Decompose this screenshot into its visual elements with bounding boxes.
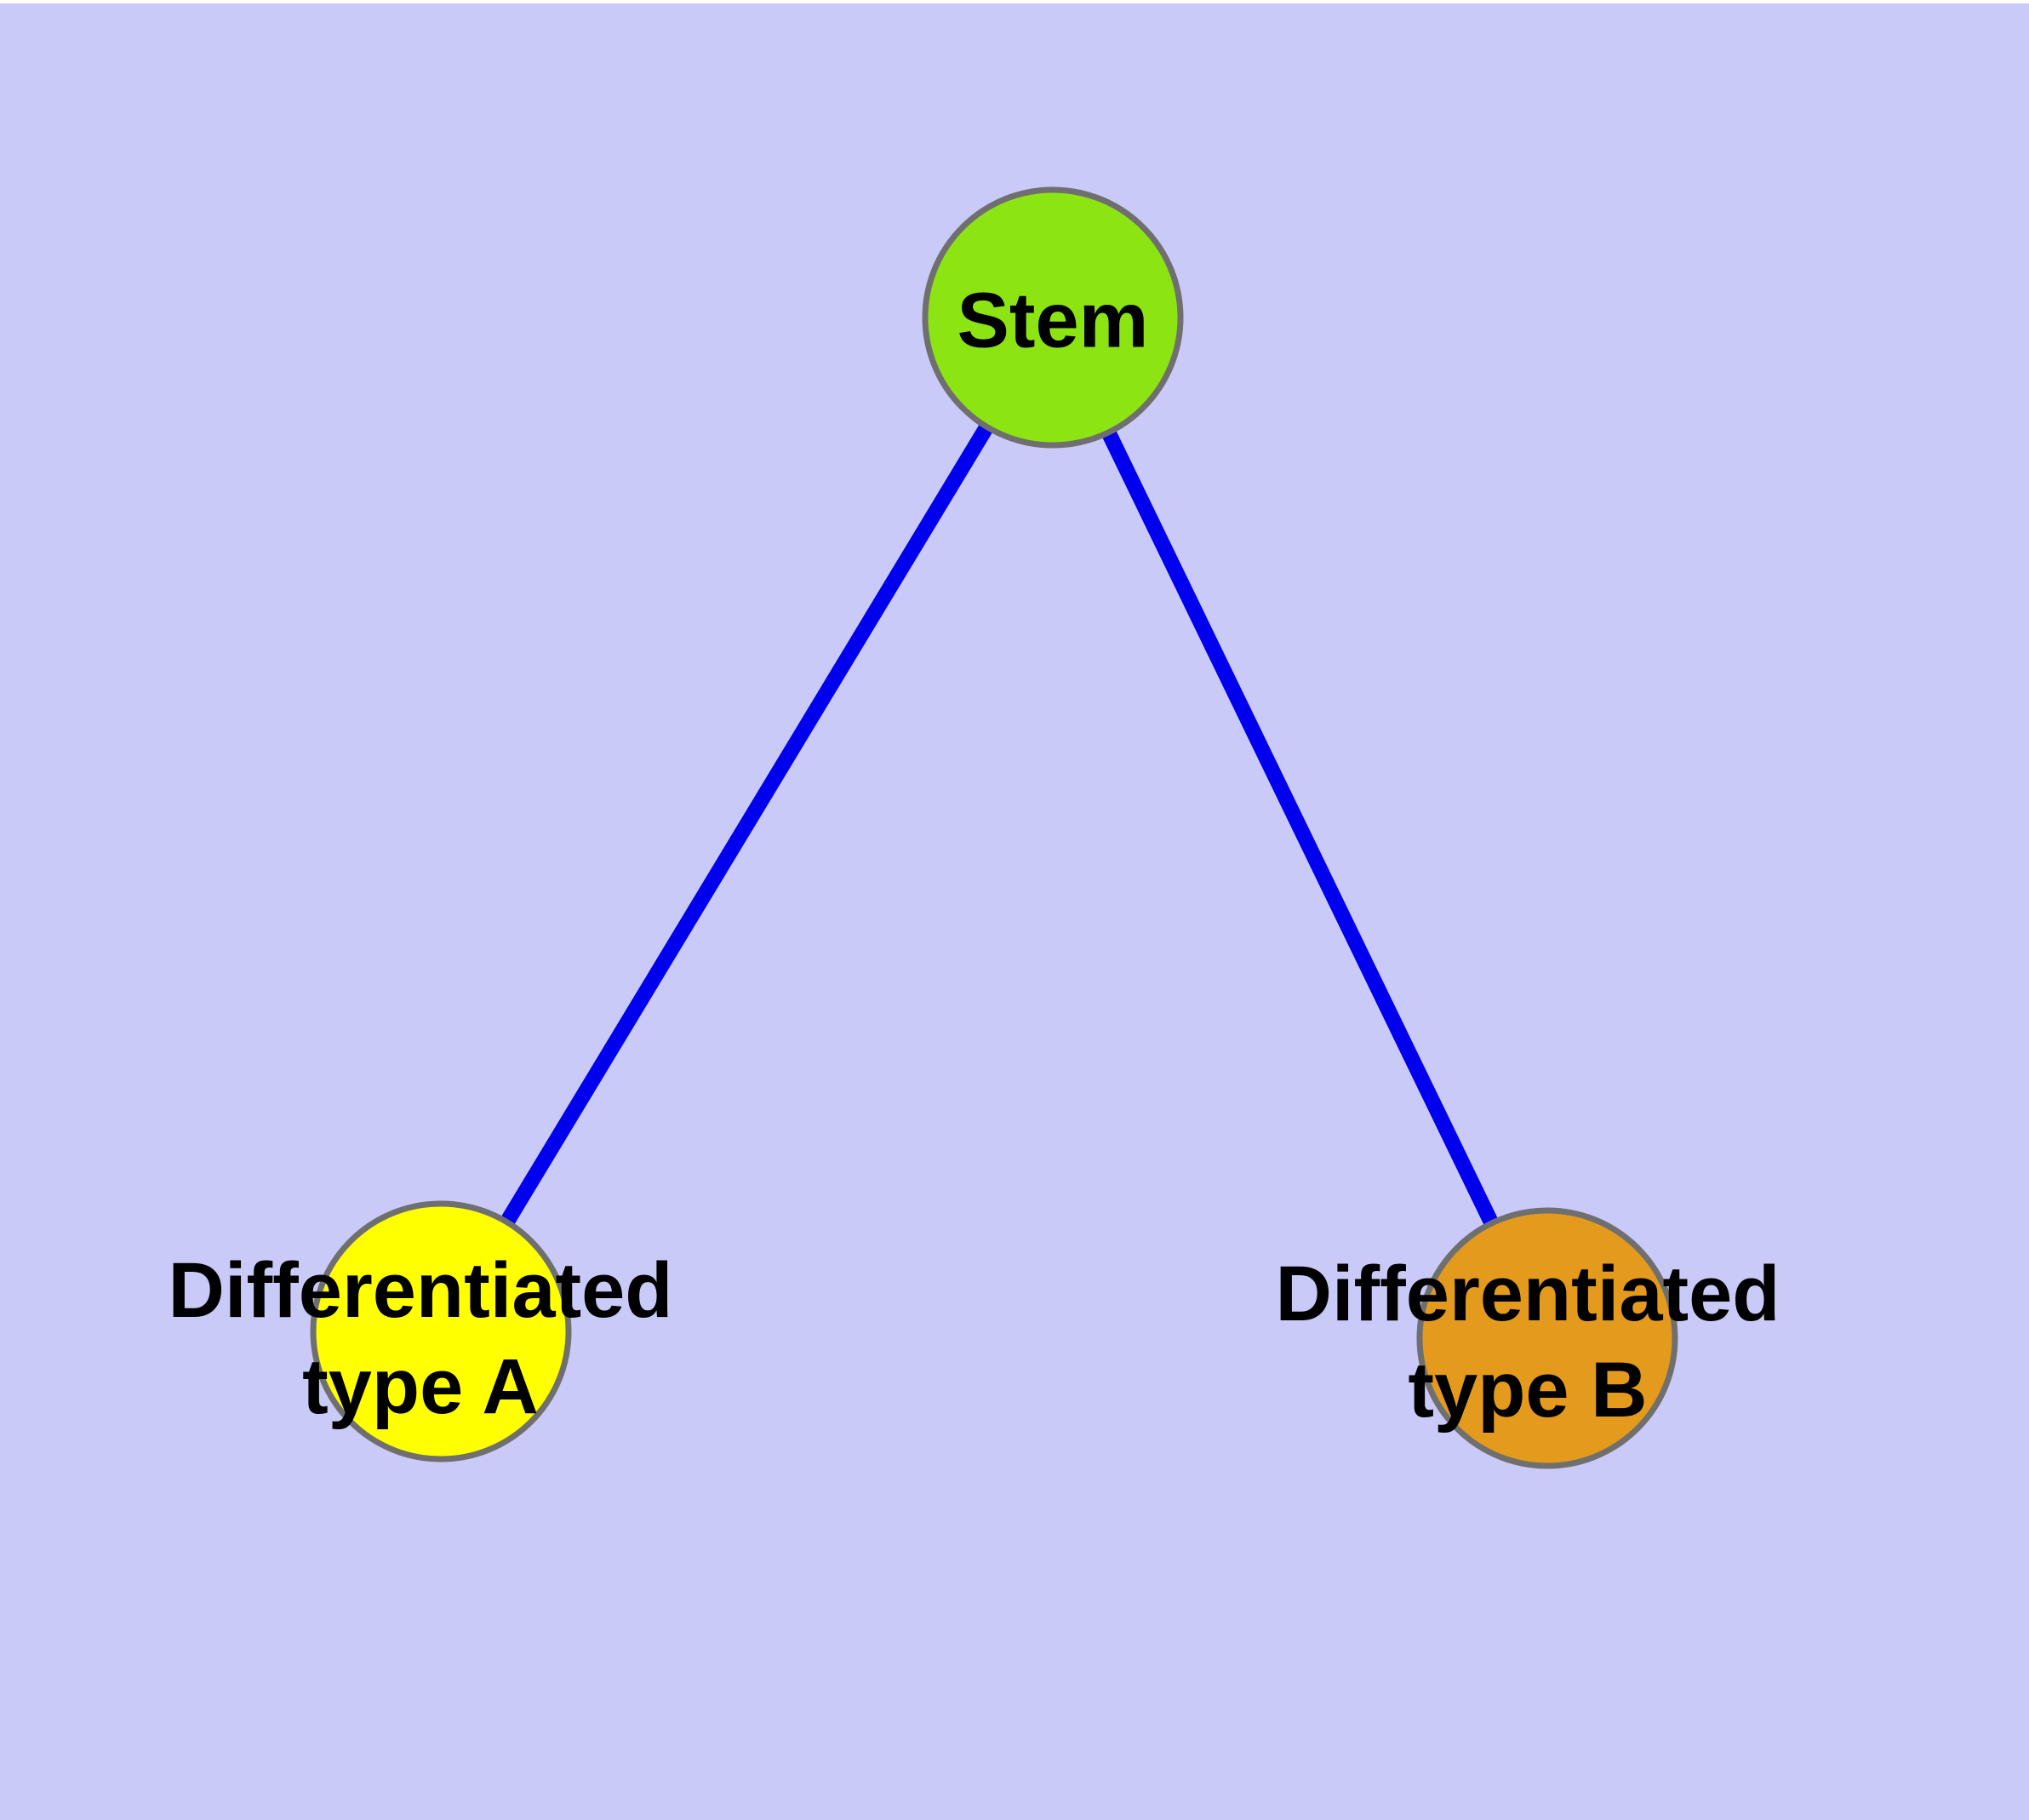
edge-stem-to-type-b	[1045, 314, 1555, 1342]
type-b-label-line2: type B	[1408, 1347, 1648, 1434]
type-b-label-line1: Differentiated	[1275, 1251, 1780, 1337]
node-type-b-label: Differentiated type B	[1276, 1246, 1780, 1439]
stem-label-text: Stem	[957, 277, 1149, 364]
type-a-label-line1: Differentiated	[168, 1247, 673, 1334]
edge-stem-to-type-a	[434, 313, 1060, 1336]
node-type-a-label: Differentiated type A	[169, 1243, 673, 1435]
node-stem-label: Stem	[957, 273, 1149, 369]
node-stem-circle	[922, 186, 1184, 449]
node-type-a-circle	[310, 1200, 572, 1462]
node-type-b-circle	[1416, 1207, 1678, 1469]
top-margin-strip	[0, 0, 2029, 3]
type-a-label-line2: type A	[302, 1343, 539, 1430]
